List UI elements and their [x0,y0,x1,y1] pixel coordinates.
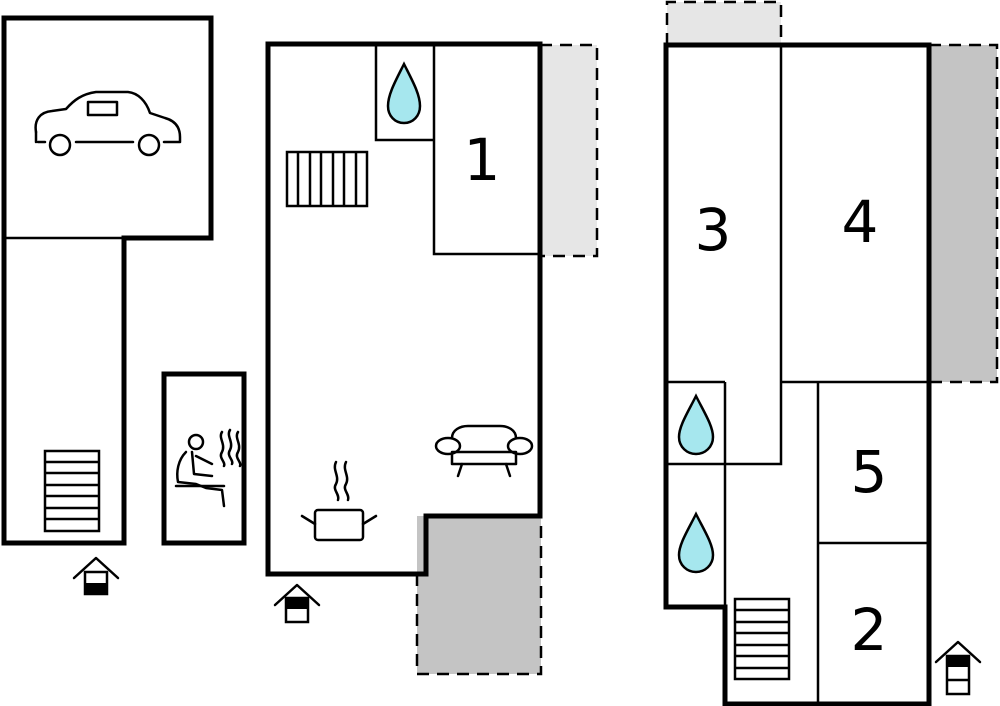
stairs-icon [285,150,369,208]
room-number-5: 5 [851,438,888,506]
stairs-icon [43,449,101,533]
water-drop-icon [677,511,715,574]
room-number-1: 1 [464,126,501,194]
stairs-icon [733,597,791,681]
sauna-room [161,371,247,546]
entrance-icon [273,583,321,624]
terrace-right [929,43,999,384]
cooking-pot-icon [300,460,378,542]
sauna-icon [174,428,242,508]
garage-building [1,15,214,546]
terrace-right-upper [540,43,599,258]
sofa-icon [434,424,534,478]
right-building [663,42,932,706]
room-number-2: 2 [851,596,888,664]
entrance-icon [72,556,120,596]
water-drop-icon [386,61,422,125]
terrace-top [665,0,783,45]
water-drop-icon [677,393,715,456]
room-number-4: 4 [842,188,879,256]
car-icon [34,90,182,157]
main-building [265,41,543,577]
terrace-lower [415,516,543,676]
room-number-3: 3 [695,196,732,264]
entrance-icon [934,640,982,696]
